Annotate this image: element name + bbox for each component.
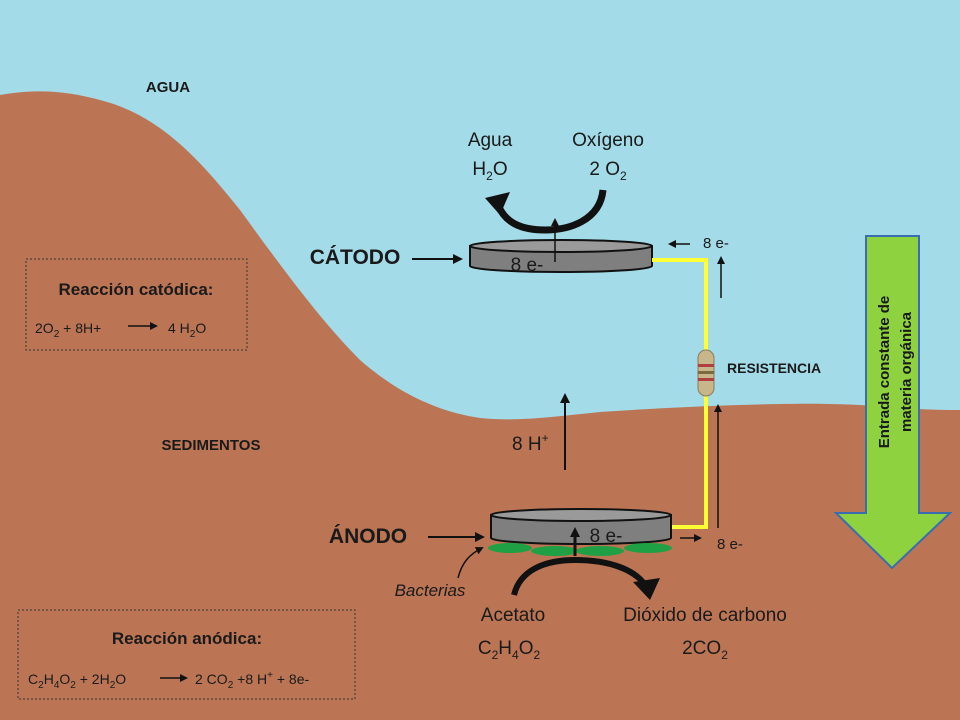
- anode-electrons-label: 8 e-: [590, 526, 623, 547]
- anode-label: ÁNODO: [329, 525, 407, 548]
- bacteria-colonies: [488, 543, 672, 556]
- bacteria-pointer-arrow: [457, 547, 484, 579]
- anode-reaction-arrowhead: [633, 578, 660, 600]
- oxygen-product-word: Oxígeno: [572, 130, 644, 151]
- water-product-word: Agua: [468, 130, 513, 151]
- co2-formula: 2CO2: [682, 638, 728, 662]
- water-zone-label: AGUA: [146, 79, 190, 96]
- anodic-reaction-box: Reacción anódica: C2H4O2 + 2H2O 2 CO2 +8…: [17, 609, 356, 700]
- cathode-electrons-label: 8 e-: [511, 255, 544, 276]
- water-product-formula: H2O: [472, 159, 507, 183]
- organic-input-line2: materia orgánica: [898, 311, 915, 432]
- sediment-layer: [0, 91, 960, 720]
- cathodic-reaction-title: Reacción catódica:: [59, 280, 214, 299]
- cathode-label: CÁTODO: [310, 246, 401, 269]
- organic-input-line1: Entrada constante de: [876, 296, 893, 449]
- organic-input-arrow: Entrada constante de materia orgánica: [833, 235, 953, 570]
- electrons-bottom-label: 8 e-: [717, 536, 743, 553]
- cathodic-reaction-left: 2O2 + 8H+: [35, 320, 101, 340]
- protons-label: 8 H+: [512, 431, 549, 455]
- acetate-formula: C2H4O2: [478, 638, 541, 662]
- wire-bottom: [672, 394, 708, 529]
- cathode-electrode: [469, 239, 653, 273]
- anodic-reaction-title: Reacción anódica:: [112, 629, 262, 648]
- acetate-word: Acetato: [481, 605, 545, 626]
- sediment-zone-label: SEDIMENTOS: [162, 437, 261, 454]
- cathodic-reaction-box: Reacción catódica: 2O2 + 8H+ 4 H2O: [25, 258, 248, 351]
- resistor: [697, 349, 715, 397]
- anodic-reaction-right: 2 CO2 +8 H+ + 8e-: [195, 670, 309, 691]
- resistance-label: RESISTENCIA: [727, 360, 821, 376]
- cathode-reaction-arrow: [494, 189, 607, 234]
- cathode-reaction-arrowhead: [485, 192, 510, 215]
- co2-word: Dióxido de carbono: [623, 605, 787, 626]
- anode-reaction-arrow: [511, 556, 648, 596]
- oxygen-product-formula: 2 O2: [589, 159, 627, 183]
- cathodic-reaction-right: 4 H2O: [168, 320, 206, 340]
- electrons-top-label: 8 e-: [703, 235, 729, 252]
- anode-electrode: [490, 508, 672, 545]
- wire-top: [652, 258, 708, 352]
- bacteria-label: Bacterias: [395, 581, 466, 600]
- anodic-reaction-left: C2H4O2 + 2H2O: [28, 671, 126, 691]
